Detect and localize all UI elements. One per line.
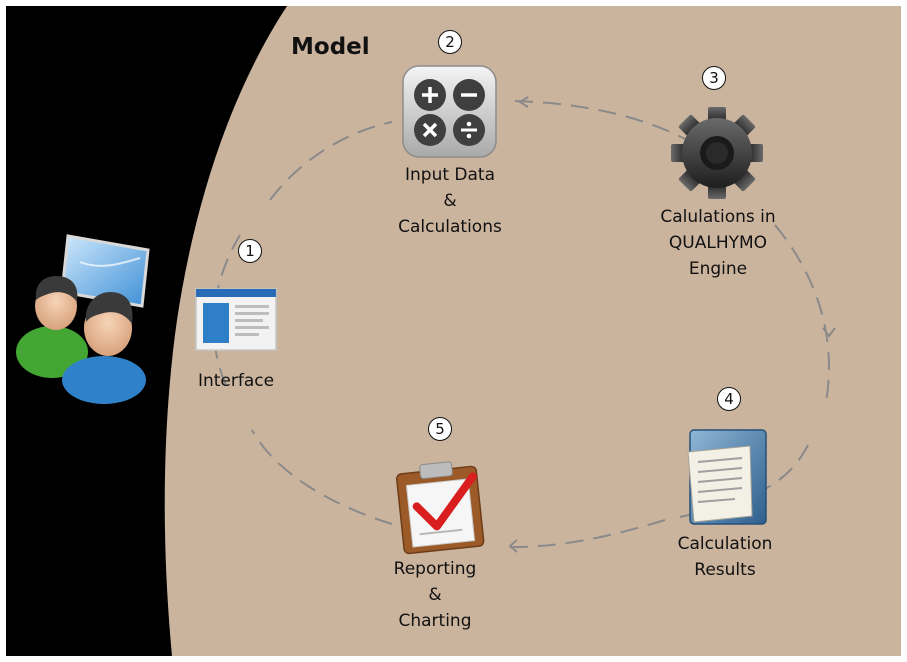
label-results: Calculation Results — [660, 531, 790, 583]
users-monitor-icon — [16, 234, 150, 404]
flow-arrow-1 — [518, 96, 529, 108]
flow-arrow-3 — [508, 539, 518, 553]
step-number-1: 1 — [238, 239, 262, 263]
label-reporting-line-2: & — [428, 585, 442, 605]
label-results-line-1: Calculation — [677, 534, 773, 554]
label-reporting: Reporting & Charting — [370, 556, 500, 634]
label-input-data: Input Data & Calculations — [380, 162, 520, 240]
gear-icon — [671, 107, 763, 199]
flow-arrows — [508, 96, 836, 553]
label-reporting-line-1: Reporting — [393, 559, 477, 579]
label-engine-line-2: QUALHYMO — [668, 233, 768, 253]
label-interface: Interface — [186, 368, 286, 394]
label-interface-line-1: Interface — [197, 371, 275, 391]
label-input-data-line-1: Input Data — [404, 165, 495, 185]
label-engine-line-3: Engine — [688, 259, 748, 279]
step-number-2: 2 — [438, 30, 462, 54]
step-number-5: 5 — [428, 417, 452, 441]
step-number-4: 4 — [717, 387, 741, 411]
flow-arrow-2 — [822, 327, 836, 338]
clipboard-check-icon — [395, 461, 485, 555]
label-engine: Calulations in QUALHYMO Engine — [638, 204, 798, 282]
label-input-data-line-2: & — [443, 191, 457, 211]
step-number-3: 3 — [702, 66, 726, 90]
label-results-line-2: Results — [694, 560, 756, 580]
label-engine-line-1: Calulations in — [660, 207, 776, 227]
diagram-title: Model — [291, 34, 370, 60]
label-input-data-line-3: Calculations — [398, 217, 502, 237]
label-reporting-line-3: Charting — [398, 611, 472, 631]
interface-window-icon — [195, 288, 277, 351]
calculator-icon — [402, 65, 497, 158]
document-scroll-icon — [687, 429, 767, 525]
